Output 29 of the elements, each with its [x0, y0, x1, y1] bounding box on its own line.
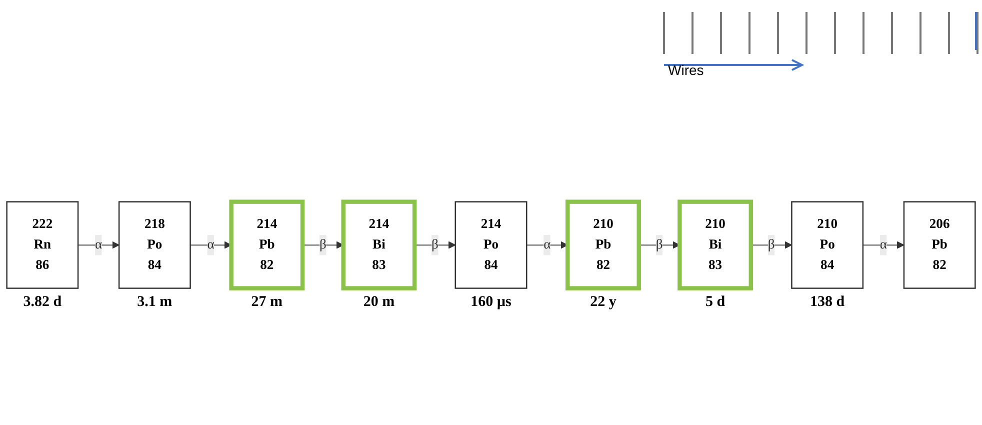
half-life-label: 22 y — [589, 294, 618, 312]
arrow — [78, 241, 120, 249]
half-life-label: 3.1 m — [136, 294, 174, 312]
half-life-label: 160 µs — [470, 294, 512, 312]
edge-label: α — [544, 237, 551, 252]
node-box: 206 Pb 82 — [903, 201, 976, 289]
edge-label: α — [95, 237, 102, 252]
edge-label: α — [207, 237, 214, 252]
node-box: 222 Rn 86 — [6, 201, 79, 289]
node-box: 218 Po 84 — [118, 201, 191, 289]
node-box: 210 Pb 82 — [566, 200, 641, 290]
edge-label: α — [880, 237, 887, 252]
half-life-label: 3.82 d — [22, 294, 63, 312]
node-box: 210 Bi 83 — [678, 200, 754, 290]
half-life-label: 138 d — [809, 294, 846, 312]
arrow — [526, 241, 568, 249]
half-life-label: 27 m — [250, 294, 284, 312]
edge-label: β — [656, 237, 663, 252]
edge-label: β — [319, 237, 326, 252]
node-box: 214 Bi 83 — [341, 200, 417, 290]
node-box: 210 Po 84 — [791, 201, 864, 289]
arrow — [862, 241, 904, 249]
node-box: 214 Po 84 — [454, 201, 528, 289]
half-life-label: 5 d — [704, 294, 726, 312]
half-life-label: 20 m — [362, 294, 396, 312]
edge-label: β — [432, 237, 438, 252]
edge-label: β — [768, 237, 775, 252]
node-box: 214 Pb 82 — [229, 200, 305, 290]
wires-label: Wires — [668, 62, 704, 78]
